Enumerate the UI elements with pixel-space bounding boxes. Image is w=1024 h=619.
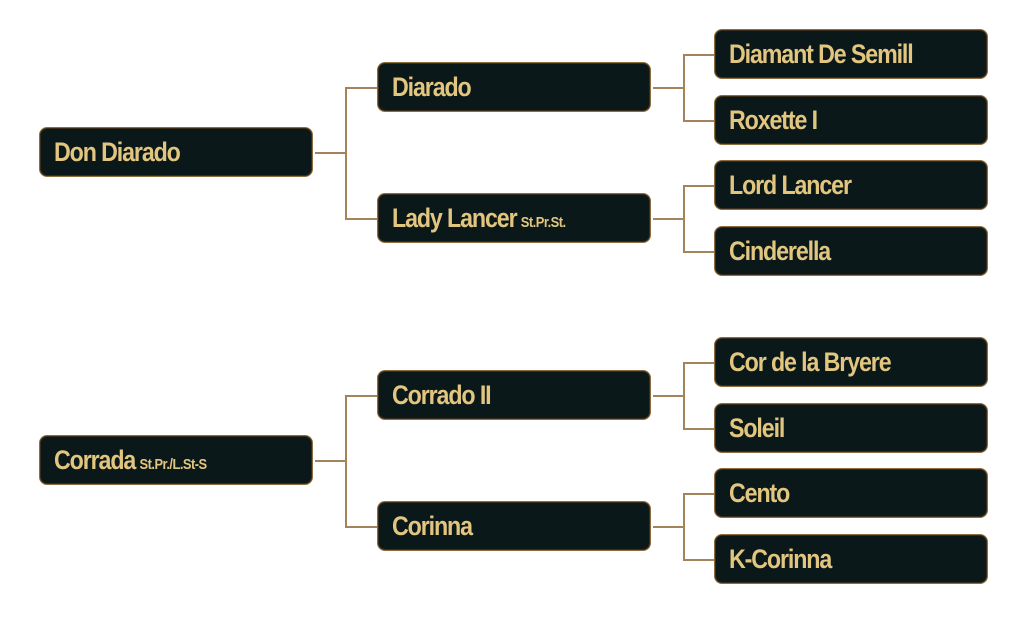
horse-title: St.Pr./L.St-S [139, 455, 208, 473]
dam-dam-box: K-Corinna [714, 534, 988, 584]
horse-name: Cento [729, 477, 790, 508]
connector-line [683, 493, 714, 495]
connector-line [345, 87, 347, 220]
horse-name: Corrado II [392, 379, 492, 410]
connector-line [683, 185, 685, 253]
horse-name: Corinna [392, 510, 473, 541]
horse-name: Lord Lancer [729, 169, 852, 200]
connector-line [683, 54, 685, 122]
connector-line [345, 218, 377, 220]
connector-line [683, 120, 714, 122]
sire-box: Corrado II [377, 370, 651, 420]
connector-line [683, 251, 714, 253]
dam-dam-box: Cinderella [714, 226, 988, 276]
connector-line [683, 362, 685, 430]
connector-line [653, 87, 684, 89]
horse-name: Don Diarado [54, 136, 181, 167]
horse-title: St.Pr.St. [520, 213, 566, 231]
connector-line [683, 54, 714, 56]
dam-sire-box: Lord Lancer [714, 160, 988, 210]
horse-name: Diarado [392, 71, 472, 102]
connector-line [653, 526, 684, 528]
connector-line [345, 526, 377, 528]
connector-line [653, 395, 684, 397]
connector-line [315, 152, 346, 154]
connector-line [683, 185, 714, 187]
sire-sire-box: Cor de la Bryere [714, 337, 988, 387]
horse-name: Cinderella [729, 235, 831, 266]
connector-line [345, 395, 377, 397]
connector-line [345, 395, 347, 528]
connector-line [345, 87, 377, 89]
connector-line [315, 460, 346, 462]
sire-dam-box: Soleil [714, 403, 988, 453]
connector-line [683, 559, 714, 561]
horse-name: Cor de la Bryere [729, 346, 892, 377]
connector-line [653, 218, 684, 220]
horse-name: K-Corinna [729, 543, 832, 574]
sire-dam-box: Roxette I [714, 95, 988, 145]
sire-box: Diarado [377, 62, 651, 112]
sire-sire-box: Diamant De Semill [714, 29, 988, 79]
horse-name: Soleil [729, 412, 785, 443]
connector-line [683, 362, 714, 364]
horse-name: Roxette I [729, 104, 818, 135]
horse-box: Don Diarado [39, 127, 313, 177]
horse-name: Diamant De Semill [729, 38, 914, 69]
dam-sire-box: Cento [714, 468, 988, 518]
connector-line [683, 493, 685, 561]
dam-box: Corinna [377, 501, 651, 551]
connector-line [683, 428, 714, 430]
